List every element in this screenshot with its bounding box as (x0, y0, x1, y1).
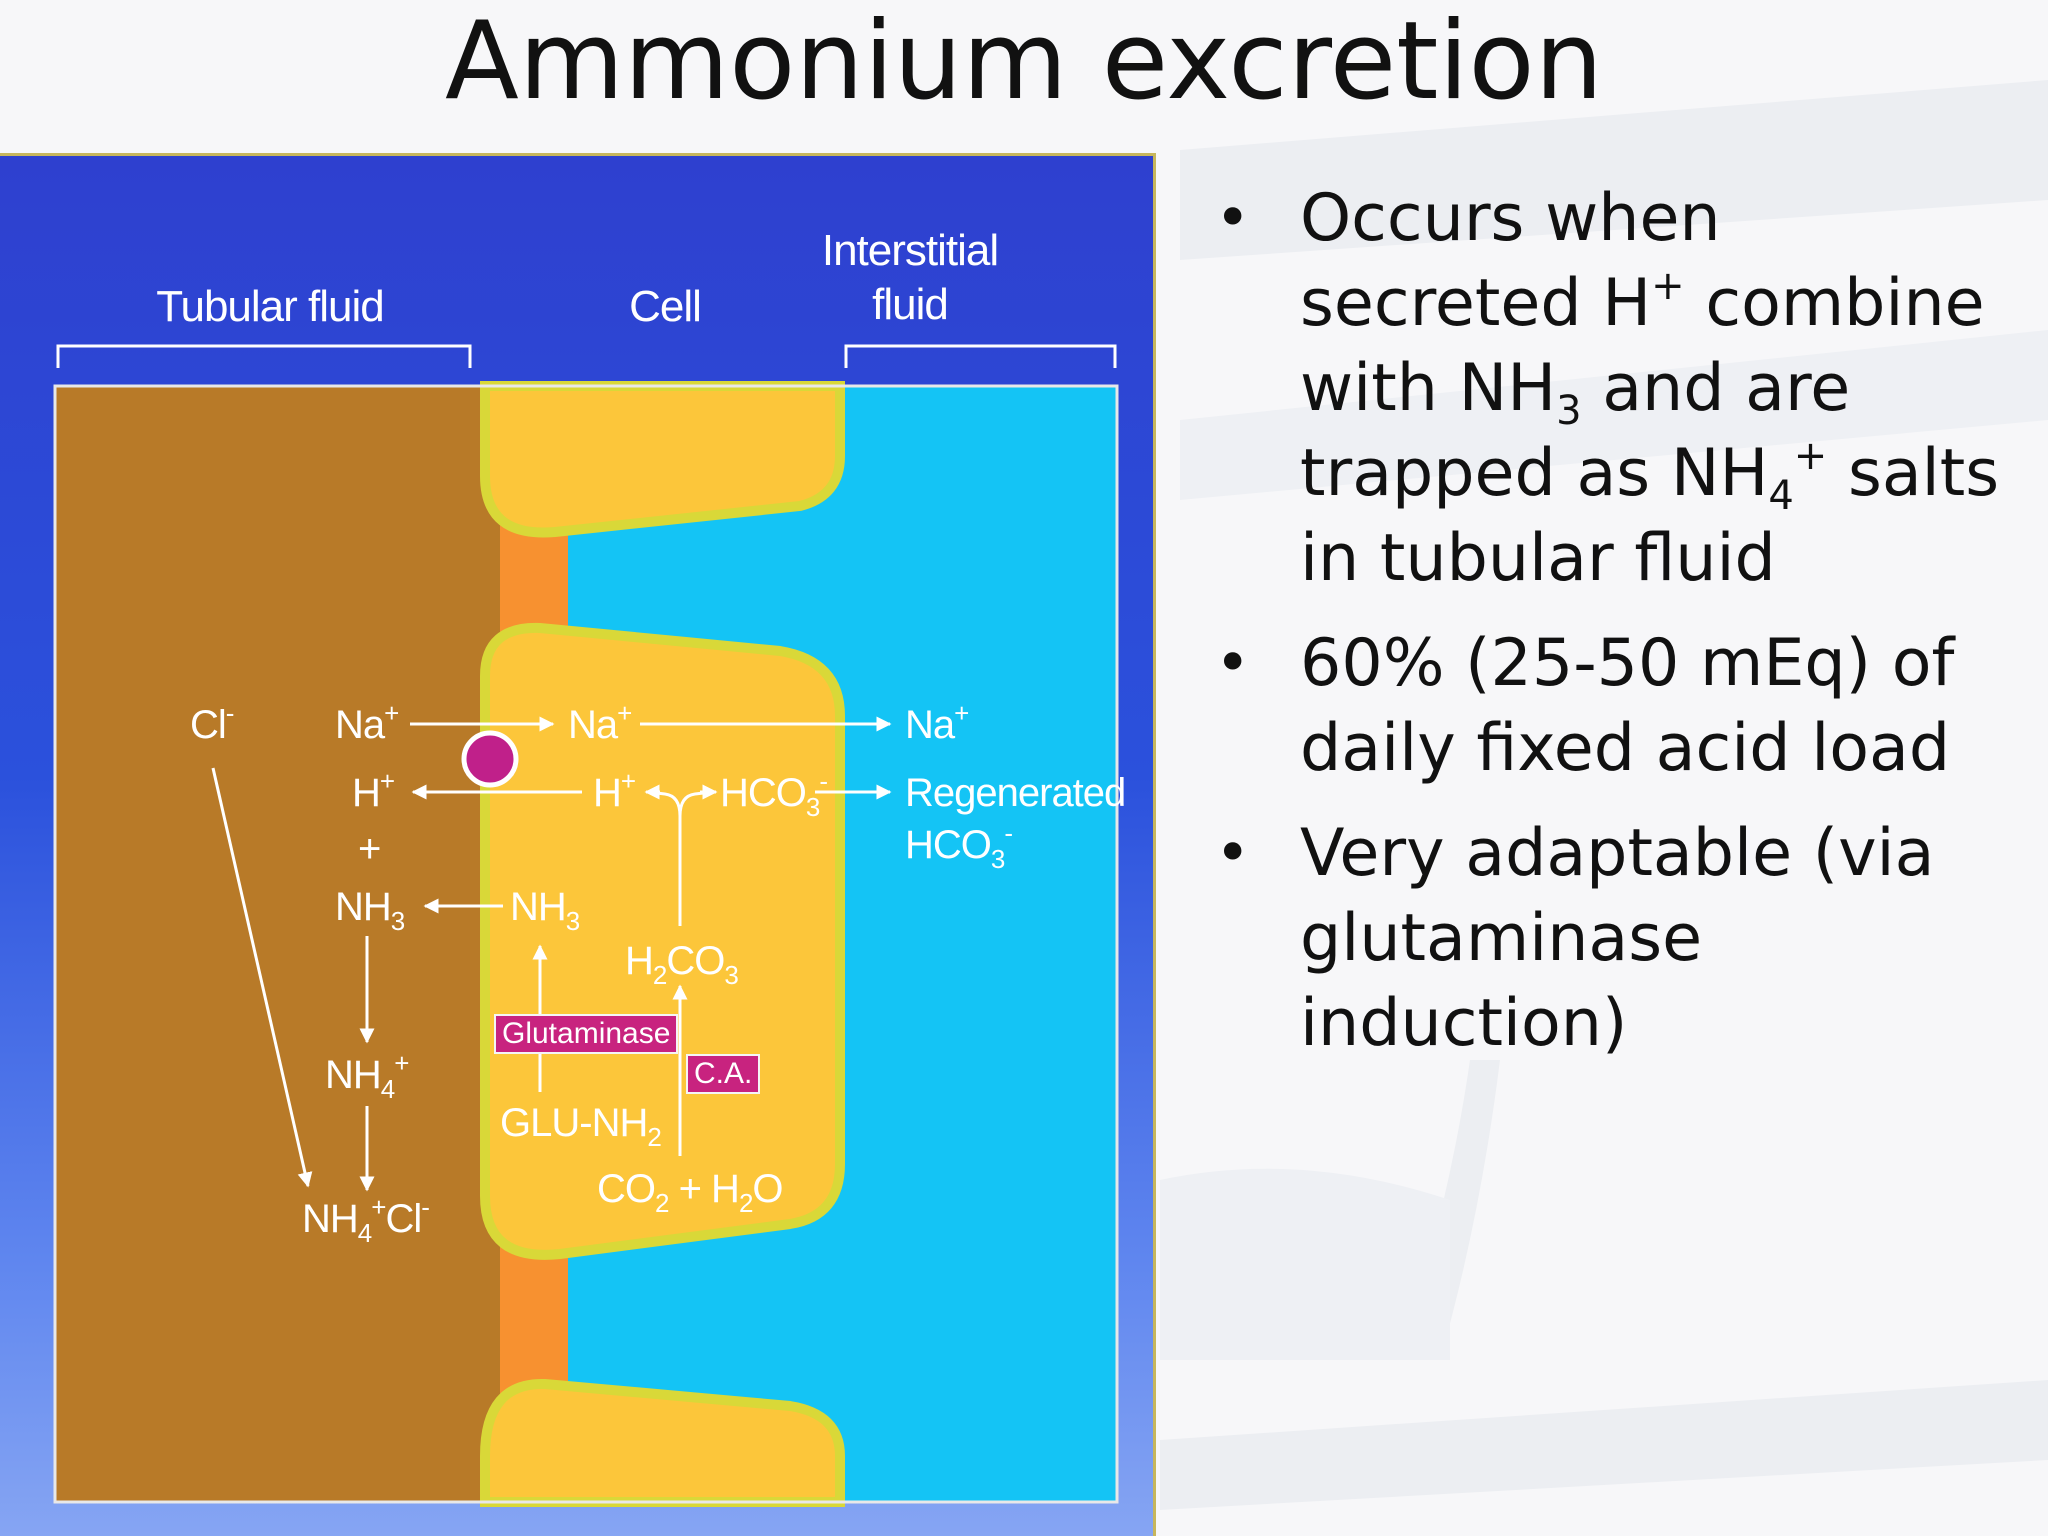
cl-to-nh4cl-arrow (211, 767, 313, 1188)
ammonium-excretion-diagram: Tubular fluid Cell Interstitial fluid Cl… (0, 153, 1156, 1536)
label-hco3-cell: HCO3- (720, 766, 828, 822)
label-regenerated: Regenerated (905, 771, 1126, 815)
label-na-interstitial: Na+ (905, 698, 969, 747)
label-glu-nh2: GLU-NH2 (500, 1101, 662, 1152)
bullet-item: •60% (25-50 mEq) of daily fixed acid loa… (1215, 621, 2015, 791)
label-cl: Cl- (190, 698, 234, 747)
interstitial-label-line1: Interstitial (821, 226, 999, 275)
label-na-cell: Na+ (568, 698, 632, 747)
interstitial-label-line2: fluid (872, 280, 949, 329)
tubular-fluid-label: Tubular fluid (156, 282, 385, 331)
label-nh3-lumen: NH3 (335, 885, 405, 936)
h2co3-split-arrows (647, 790, 713, 926)
glutaminase-box: Glutaminase (494, 1014, 679, 1054)
cell-bottom (480, 1378, 845, 1507)
label-nh3-cell: NH3 (510, 885, 580, 936)
interstitial-bracket (844, 344, 1117, 368)
slide-title: Ammonium excretion (444, 0, 1604, 124)
carbonic-anhydrase-box: C.A. (686, 1054, 761, 1094)
bullet-dot: • (1215, 183, 1251, 253)
label-h-cell: H+ (593, 766, 636, 815)
label-plus: + (358, 827, 381, 871)
label-nh4cl: NH4+Cl- (302, 1192, 430, 1248)
bullet-dot: • (1215, 628, 1251, 698)
label-nh4: NH4+ (325, 1048, 409, 1104)
cell-label: Cell (629, 282, 702, 331)
label-co2-h2o: CO2 + H2O (597, 1167, 784, 1218)
bullet-item: •Very adaptable (via glutaminase inducti… (1215, 811, 2015, 1066)
label-h-lumen: H+ (352, 766, 395, 815)
bullet-list: •Occurs when secreted H+ combine with NH… (1215, 176, 2015, 1086)
na-h-exchanger (461, 730, 519, 788)
cell-top (480, 381, 845, 538)
cell-main (480, 622, 845, 1260)
diagram-graphics (53, 344, 1119, 1507)
label-h2co3: H2CO3 (625, 939, 739, 990)
label-hco3-interstitial: HCO3- (905, 818, 1013, 874)
bullet-dot: • (1215, 818, 1251, 888)
bullet-item: •Occurs when secreted H+ combine with NH… (1215, 176, 2015, 601)
label-na-lumen: Na+ (335, 698, 399, 747)
tubular-fluid-bracket (56, 344, 472, 368)
